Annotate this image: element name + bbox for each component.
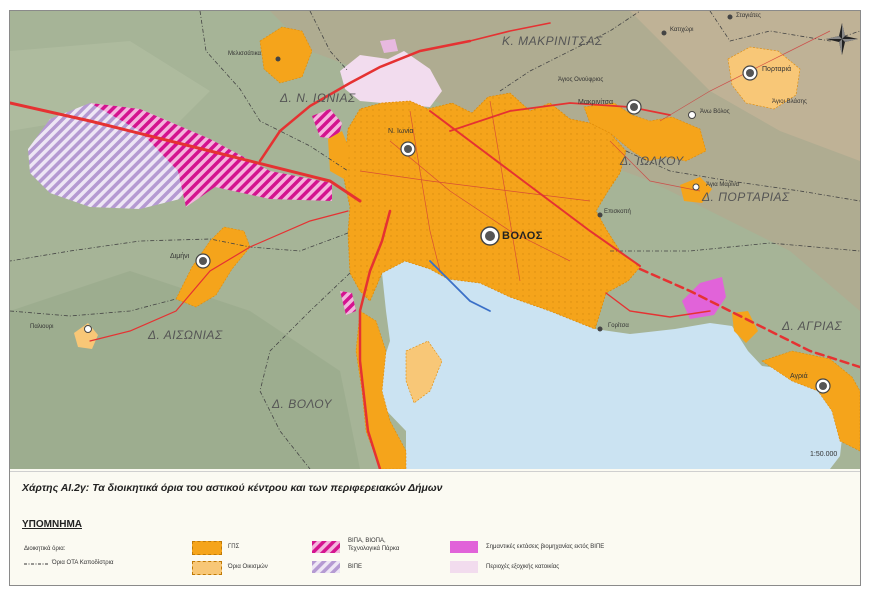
marker-katichori xyxy=(661,30,667,36)
relief-southwest xyxy=(10,271,360,469)
settlement-markers xyxy=(84,14,831,394)
label-k-makrinitsas: Κ. ΜΑΚΡΙΝΙΤΣΑΣ xyxy=(502,34,603,48)
urban-agria-east xyxy=(732,311,758,343)
sea xyxy=(380,261,845,469)
map-caption: Χάρτης ΑΙ.2γ: Τα διοικητικά όρια του αστ… xyxy=(22,482,443,494)
label-n-ionia: Ν. Ιωνία xyxy=(388,128,414,135)
urban-portaria xyxy=(727,46,801,110)
legend-vipa-line2: Τεχνολογικά Πάρκα xyxy=(348,546,400,552)
label-pakouri: Παλιουρι xyxy=(30,324,54,330)
label-d-iolkou: Δ. ΙΩΛΚΟΥ xyxy=(620,154,684,168)
marker-pakouri xyxy=(84,325,92,333)
legend-ota-line: Όρια ΟΤΑ Καποδίστρια xyxy=(52,560,114,566)
label-d-portarias: Δ. ΠΟΡΤΑΡΙΑΣ xyxy=(702,190,790,204)
urban-pakouri xyxy=(74,323,98,349)
legend-industry-swatch xyxy=(450,541,478,553)
label-d-n-ionias: Δ. Ν. ΙΩΝΙΑΣ xyxy=(280,91,356,105)
scale-text: 1:50.000 xyxy=(810,451,838,458)
urban-melissatika xyxy=(259,26,313,84)
label-dimini: Διμήνι xyxy=(170,253,190,260)
legend-second-home: Περιοχές εξοχικής κατοικίας xyxy=(486,564,560,570)
map-caption-bar: Χάρτης ΑΙ.2γ: Τα διοικητικά όρια του αστ… xyxy=(10,471,860,500)
label-d-volou: Δ. ΒΟΛΟΥ xyxy=(272,397,332,411)
label-d-agrias: Δ. ΑΓΡΙΑΣ xyxy=(782,319,843,333)
legend-title: ΥΠΟΜΝΗΜΑ xyxy=(22,519,82,530)
vipa-zone-south xyxy=(340,291,356,315)
map-canvas[interactable] xyxy=(10,11,860,469)
legend-vipa-line1: ΒΙΠΑ, ΒΙΟΠΑ, xyxy=(348,538,386,544)
legend-second-home-swatch xyxy=(450,561,478,573)
urban-south-coast-2 xyxy=(405,340,443,404)
second-home-zone xyxy=(340,51,442,107)
label-makrinitsa: Μακρινίτσα xyxy=(578,99,614,106)
label-katichori: Κατιχώρι xyxy=(670,27,694,33)
label-goritsa: Γορίτσα xyxy=(608,323,629,329)
label-portaria: Πορταριά xyxy=(762,66,792,73)
marker-episkopi xyxy=(597,212,603,218)
label-agios-vlasis: Άγιοι Βλάσης xyxy=(772,99,807,105)
roads-secondary xyxy=(359,30,831,282)
label-agia-marina: Άγια Μαρίνα xyxy=(706,182,740,188)
label-d-aisonias: Δ. ΑΙΣΩΝΙΑΣ xyxy=(148,328,223,342)
legend-vipe-swatch xyxy=(312,561,340,573)
urban-ano-volos xyxy=(583,102,707,162)
label-volos: ΒΟΛΟΣ xyxy=(502,230,543,242)
urban-dimini xyxy=(175,226,251,308)
label-melissatika: Μελισσάτικα xyxy=(228,51,261,57)
legend-vipe: ΒΙΠΕ xyxy=(348,564,363,570)
label-episkopi: Επισκοπή xyxy=(604,209,631,215)
label-agios-onoufrios: Άγιος Ονούφριος xyxy=(558,77,604,83)
marker-stagiates xyxy=(727,14,733,20)
urban-n-ionia-west xyxy=(328,131,350,179)
legend-oikismoi: Όρια Οικισμών xyxy=(228,564,268,570)
legend-admin-heading: Διοικητικά όρια: xyxy=(24,546,66,552)
vipa-zone-north xyxy=(312,109,342,139)
label-stagiates: Σταγιάτες xyxy=(736,13,761,19)
legend-gps-swatch xyxy=(192,541,222,555)
vipa-zone-west xyxy=(90,103,332,207)
map-frame: Κ. ΜΑΚΡΙΝΙΤΣΑΣ Δ. Ν. ΙΩΝΙΑΣ Δ. ΙΩΛΚΟΥ Δ.… xyxy=(9,10,861,586)
marker-agia-marina xyxy=(692,183,700,191)
second-home-zone-2 xyxy=(380,39,398,53)
roads-main xyxy=(10,22,860,469)
admin-boundaries xyxy=(10,11,860,469)
marker-ano-volos xyxy=(688,111,696,119)
urban-agria xyxy=(761,350,860,452)
legend-industry: Σημαντικές εκτάσεις βιομηχανίας εκτός ΒΙ… xyxy=(486,544,605,550)
marker-melissatika xyxy=(275,56,281,62)
compass-icon xyxy=(826,23,858,55)
relief-west xyxy=(10,41,210,131)
legend-ota-line-icon xyxy=(24,563,48,565)
label-agria: Αγριά xyxy=(790,373,808,380)
legend-gps: ΓΠΣ xyxy=(228,544,240,550)
legend-vipa-swatch xyxy=(312,541,340,553)
legend-oikismoi-swatch xyxy=(192,561,222,575)
label-ano-volos: Άνω Βόλος xyxy=(700,109,730,115)
marker-goritsa xyxy=(597,326,603,332)
